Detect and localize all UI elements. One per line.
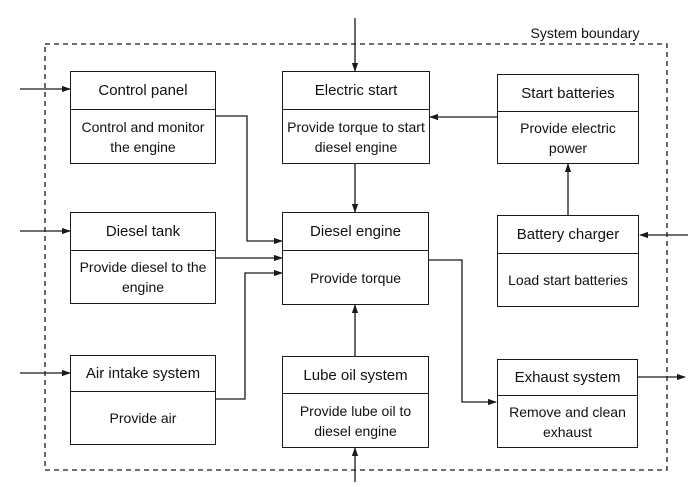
start-batteries-block: Start batteries Provide electric power [497, 74, 639, 164]
diesel-tank-title: Diesel tank [71, 213, 215, 251]
exhaust-title: Exhaust system [498, 360, 637, 396]
air-intake-title: Air intake system [71, 356, 215, 392]
system-boundary-label: System boundary [530, 25, 640, 41]
lube-oil-function: Provide lube oil to diesel engine [299, 402, 412, 439]
diesel-engine-block: Diesel engine Provide torque [282, 212, 429, 305]
electric-start-block: Electric start Provide torque to start d… [282, 71, 430, 164]
exhaust-function: Remove and clean exhaust [509, 403, 626, 440]
battery-charger-title: Battery charger [498, 216, 638, 254]
start-batteries-title: Start batteries [498, 75, 638, 112]
electric-start-title: Electric start [283, 72, 429, 110]
electric-start-function: Provide torque to start diesel engine [287, 118, 425, 155]
diesel-engine-title: Diesel engine [283, 213, 428, 251]
control-panel-function: Control and monitor the engine [81, 118, 205, 155]
flow-engine-to-exhaust [429, 259, 497, 406]
flow-air-intake-to-engine [216, 269, 283, 400]
air-intake-function: Provide air [109, 410, 177, 426]
air-intake-block: Air intake system Provide air [70, 355, 216, 445]
flow-control-panel-to-engine [216, 115, 283, 245]
control-panel-title: Control panel [71, 72, 215, 110]
exhaust-block: Exhaust system Remove and clean exhaust [497, 359, 638, 448]
lube-oil-title: Lube oil system [283, 357, 428, 394]
diesel-engine-function: Provide torque [309, 269, 402, 286]
control-panel-block: Control panel Control and monitor the en… [70, 71, 216, 164]
battery-charger-function: Load start batteries [508, 272, 628, 288]
diesel-tank-block: Diesel tank Provide diesel to the engine [70, 212, 216, 304]
battery-charger-block: Battery charger Load start batteries [497, 215, 639, 307]
start-batteries-function: Provide electric power [520, 119, 616, 156]
lube-oil-block: Lube oil system Provide lube oil to dies… [282, 356, 429, 448]
diesel-tank-function: Provide diesel to the engine [79, 259, 207, 295]
